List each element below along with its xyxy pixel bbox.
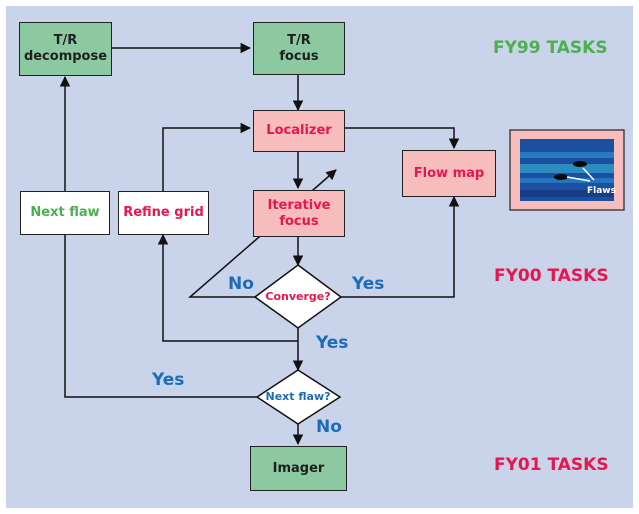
converge-diamond <box>253 264 343 329</box>
nextflaw-no-label: No <box>316 417 342 437</box>
nextflaw-decision-label: Next flaw? <box>265 390 331 403</box>
next-flaw-box: Next flaw <box>20 191 110 235</box>
tr-decompose-box: T/R decompose <box>19 22 112 76</box>
flow-image-band-2 <box>520 164 614 173</box>
tr-focus-box: T/R focus <box>253 22 345 75</box>
converge-label: Converge? <box>265 290 331 303</box>
localizer-box: Localizer <box>253 110 345 152</box>
flaw-pointer-2 <box>566 176 591 182</box>
edge-localizer-to-flowmap <box>345 127 460 150</box>
converge-yes-right-label: Yes <box>352 274 385 294</box>
refine-grid-box: Refine grid <box>118 191 209 235</box>
nextflaw-diamond <box>255 369 342 425</box>
imager-box: Imager <box>250 446 347 491</box>
iterative-focus-box: Iterative focus <box>253 190 345 237</box>
edge-nextflaw-yes <box>64 235 257 398</box>
edge-refinegrid-loop-bottom <box>157 233 298 342</box>
fy00-tasks-label: FY00 TASKS <box>494 266 609 286</box>
converge-no-label: No <box>228 274 254 294</box>
edge-converge-yes-to-flowmap <box>341 195 460 298</box>
flaw-pointer <box>582 167 595 181</box>
fy99-tasks-label: FY99 TASKS <box>493 38 608 58</box>
converge-yes-down-label: Yes <box>316 333 349 353</box>
flaw-spot-2 <box>554 174 568 180</box>
flow-image-band-3 <box>520 178 614 183</box>
flaw-spot-1 <box>573 161 587 167</box>
fy01-tasks-label: FY01 TASKS <box>494 455 609 475</box>
edge-refinegrid-to-localizer <box>162 122 252 191</box>
background-panel <box>6 6 633 508</box>
flow-image-band-1 <box>520 152 614 158</box>
flow-map-box: Flow map <box>402 150 496 197</box>
nextflaw-yes-label: Yes <box>152 370 185 390</box>
flow-image-band-4 <box>520 190 614 197</box>
flaw-label: Flaws <box>587 186 616 196</box>
